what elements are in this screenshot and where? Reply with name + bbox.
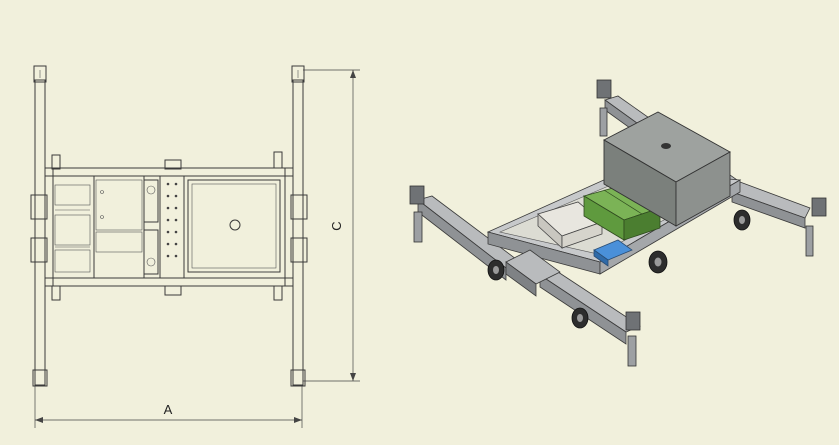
terminal-dot (166, 206, 170, 210)
dimension-c: C (303, 69, 360, 382)
terminal-dot (174, 182, 178, 186)
iso-arm-front-left (409, 185, 641, 367)
iso-batteries (582, 185, 661, 241)
left-compartment (54, 184, 91, 273)
terminal-dot (174, 230, 178, 234)
terminal-dot (174, 194, 178, 198)
terminal-dot (166, 254, 170, 258)
terminal-dot (174, 206, 178, 210)
terminal-dot (174, 242, 178, 246)
top-view: C A (30, 65, 360, 428)
dimension-a: A (34, 386, 303, 428)
isometric-view (409, 79, 827, 367)
dimension-c-label: C (329, 221, 344, 230)
terminal-dot (174, 218, 178, 222)
wheel-assembly (143, 179, 159, 275)
terminal-dot (174, 254, 178, 258)
dimension-a-label: A (164, 402, 173, 417)
iso-blue-box (593, 239, 633, 267)
terminal-dot (166, 242, 170, 246)
ballast-plate (187, 179, 281, 273)
terminal-dot (166, 182, 170, 186)
iso-wheels (487, 209, 751, 329)
iso-ballast-block (603, 111, 731, 227)
iso-front-beam (505, 249, 561, 297)
terminal-dot (166, 194, 170, 198)
main-frame (44, 151, 294, 301)
electronics-box (93, 175, 145, 279)
terminal-dot (166, 218, 170, 222)
terminal-dot (166, 230, 170, 234)
terminal-strip (159, 175, 185, 279)
